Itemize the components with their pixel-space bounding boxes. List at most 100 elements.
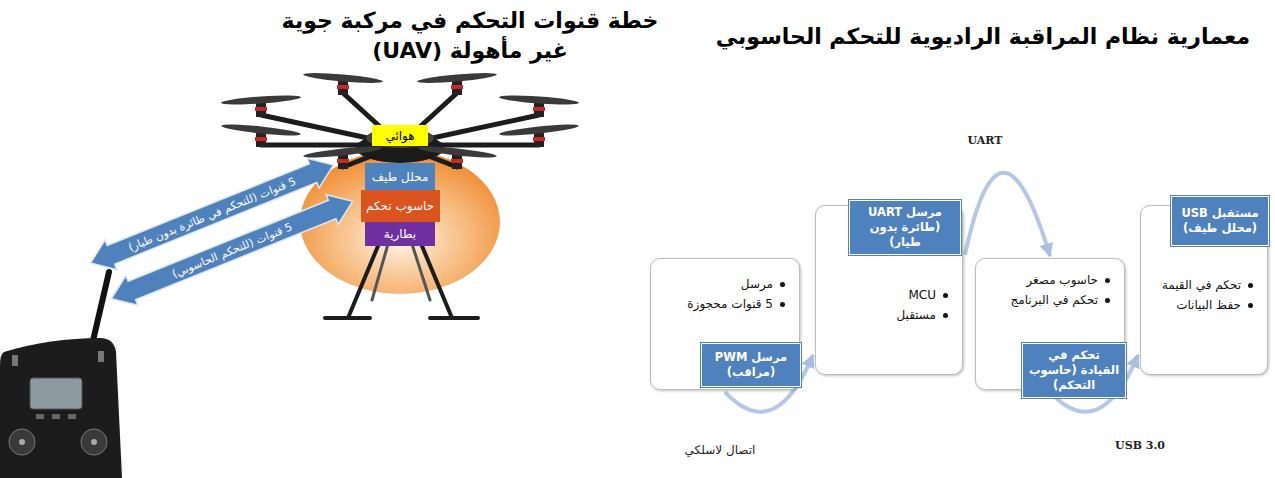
propeller bbox=[417, 71, 497, 85]
bullet-list: مرسل 5 قنوات محجوزة bbox=[687, 277, 785, 317]
node-content: تحكم في القيادة (حاسوب التحكم) bbox=[1028, 348, 1120, 393]
rc-screen bbox=[30, 378, 82, 409]
bullet-item: حفظ البيانات bbox=[1162, 298, 1253, 312]
bullet-dot bbox=[780, 282, 785, 287]
node-content: مرسل PWM (مراقب) bbox=[707, 350, 795, 380]
bullet-text: تحكم في البرنامج bbox=[1011, 293, 1098, 307]
motor-band bbox=[337, 159, 349, 163]
process-panel: مستقبل USB (محلل طيف) تحكم في القيمة حفظ ا… bbox=[1140, 205, 1268, 375]
bullet-text: 5 قنوات محجوزة bbox=[687, 297, 773, 311]
propeller bbox=[221, 94, 301, 107]
bullet-text: مرسل bbox=[741, 277, 773, 291]
gear-leg bbox=[422, 246, 452, 318]
bullet-list: MCU مستقبل bbox=[896, 288, 948, 328]
bullet-item: تحكم في البرنامج bbox=[1011, 293, 1110, 307]
node-text: مرسل UART (طائرة بدون طيار) bbox=[855, 205, 955, 250]
rc-controller bbox=[0, 272, 122, 478]
rc-stick-top bbox=[91, 439, 97, 445]
node-text: تحكم في القيادة (حاسوب التحكم) bbox=[1028, 348, 1120, 393]
gear-skid bbox=[430, 316, 478, 320]
node-content: محلل طيف bbox=[372, 170, 429, 184]
node-content: هوائي bbox=[385, 129, 414, 143]
node-content: بطارية bbox=[384, 227, 416, 241]
computer-box: حاسوب تحكم bbox=[361, 190, 440, 222]
propeller bbox=[417, 144, 497, 159]
motor-band bbox=[451, 159, 463, 163]
node-text: بطارية bbox=[384, 227, 416, 241]
bullet-item: حاسوب مصغر bbox=[1011, 273, 1110, 287]
gear-leg bbox=[348, 246, 378, 318]
bullet-text: تحكم في القيمة bbox=[1162, 278, 1241, 292]
bullet-item: تحكم في القيمة bbox=[1162, 278, 1253, 292]
drone-propellers bbox=[221, 71, 579, 160]
propeller bbox=[303, 144, 383, 159]
process-header: مرسل UART (طائرة بدون طيار) bbox=[849, 200, 961, 255]
rc-switch bbox=[98, 351, 104, 362]
rc-button bbox=[68, 414, 76, 419]
bullet-dot bbox=[943, 313, 948, 318]
rc-stick bbox=[9, 429, 35, 455]
bullet-item: MCU bbox=[896, 288, 948, 302]
rc-stick-top bbox=[19, 439, 25, 445]
bullet-text: MCU bbox=[908, 288, 936, 302]
propeller bbox=[303, 71, 383, 85]
gear-skid bbox=[325, 316, 370, 320]
process-header: مستقبل USB (محلل طيف) bbox=[1171, 196, 1269, 246]
bullet-text: مستقبل bbox=[896, 308, 936, 322]
bullet-dot bbox=[780, 302, 785, 307]
process-panel: تحكم في القيادة (حاسوب التحكم) حاسوب مصغر… bbox=[975, 258, 1125, 390]
battery-box: بطارية bbox=[365, 222, 435, 246]
flow-arc bbox=[965, 173, 1050, 256]
bullet-text: حاسوب مصغر bbox=[1026, 273, 1098, 287]
drone-arms bbox=[261, 93, 539, 167]
rc-body bbox=[0, 338, 122, 478]
edge-label: USB 3.0 bbox=[1112, 439, 1168, 452]
process-panel: مرسل PWM (مراقب) مرسل 5 قنوات محجوزة bbox=[650, 258, 800, 390]
bullet-text: حفظ البيانات bbox=[1176, 298, 1241, 312]
rc-stick bbox=[81, 429, 107, 455]
node-text: محلل طيف bbox=[372, 170, 429, 184]
bullet-item: مستقبل bbox=[896, 308, 948, 322]
landing-gear bbox=[325, 244, 478, 318]
node-text: مرسل PWM (مراقب) bbox=[707, 350, 795, 380]
bullet-dot bbox=[1248, 303, 1253, 308]
bullet-item: 5 قنوات محجوزة bbox=[687, 297, 785, 311]
propeller bbox=[499, 122, 579, 137]
propeller bbox=[221, 122, 301, 137]
motor-band bbox=[255, 137, 267, 141]
diagram-title: معمارية نظام المراقبة الراديوية للتحكم ا… bbox=[640, 24, 1250, 49]
bullet-dot bbox=[943, 293, 948, 298]
drone-motors bbox=[255, 79, 545, 169]
node-text: هوائي bbox=[385, 129, 414, 143]
bullet-list: تحكم في القيمة حفظ البيانات bbox=[1162, 278, 1253, 318]
motor-band bbox=[255, 107, 267, 111]
bullet-dot bbox=[1105, 298, 1110, 303]
node-text: مستقبل USB (محلل طيف) bbox=[1177, 206, 1263, 236]
process-header: مرسل PWM (مراقب) bbox=[701, 343, 801, 387]
gear-leg bbox=[412, 244, 430, 300]
bullet-dot bbox=[1105, 278, 1110, 283]
bullet-item: مرسل bbox=[687, 277, 785, 291]
bullet-list: حاسوب مصغر تحكم في البرنامج bbox=[1011, 273, 1110, 313]
node-text: حاسوب تحكم bbox=[366, 199, 434, 213]
rc-button bbox=[36, 414, 44, 419]
propeller bbox=[499, 94, 579, 107]
motor-band bbox=[533, 137, 545, 141]
rc-switch bbox=[12, 355, 18, 366]
double-arrow-outline bbox=[105, 186, 358, 313]
process-panel: مرسل UART (طائرة بدون طيار) MCU مستقبل bbox=[815, 205, 963, 375]
motor-band bbox=[337, 85, 349, 89]
rc-button bbox=[52, 414, 60, 419]
rc-antenna bbox=[92, 272, 109, 345]
motor-band bbox=[451, 85, 463, 89]
bullet-dot bbox=[1248, 283, 1253, 288]
node-content: مرسل UART (طائرة بدون طيار) bbox=[855, 205, 955, 250]
process-header: تحكم في القيادة (حاسوب التحكم) bbox=[1022, 343, 1126, 398]
node-content: حاسوب تحكم bbox=[366, 199, 434, 213]
antenna-box: هوائي bbox=[372, 125, 428, 146]
analyzer-box: محلل طيف bbox=[365, 163, 435, 190]
edge-label: اتصال لاسلكي bbox=[682, 443, 759, 457]
